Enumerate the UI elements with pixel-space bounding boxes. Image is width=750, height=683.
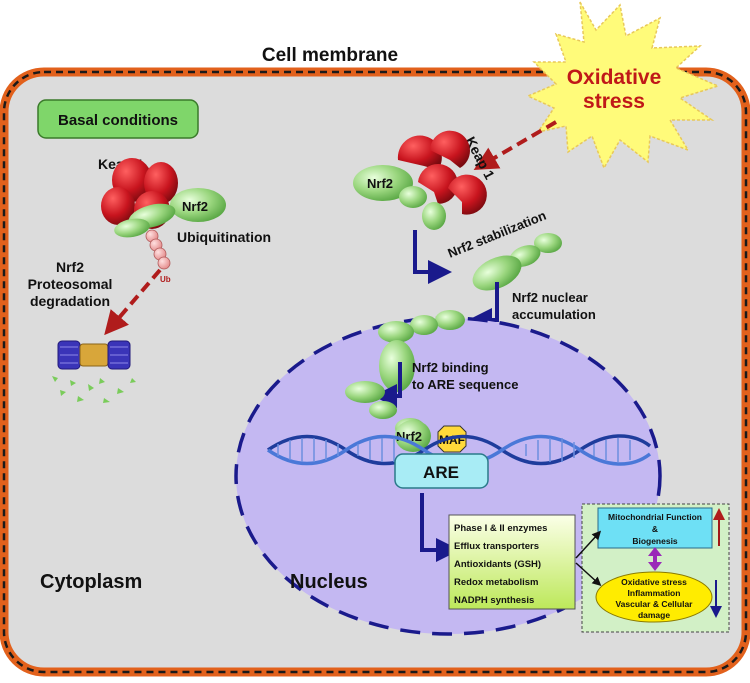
ubiquitin: [157, 256, 171, 270]
nucleus-label: Nucleus: [290, 571, 368, 593]
nrf2-domain: [170, 188, 226, 222]
damage-label-line3: Vascular & Cellular: [615, 599, 693, 609]
right-nrf2-label: Nrf2: [367, 176, 393, 191]
right-keap1-complex: Keap 1 Nrf2: [353, 130, 498, 230]
mito-label-line1: Mitochondrial Function: [608, 512, 702, 522]
gene-item-5: NADPH synthesis: [454, 595, 534, 606]
are-box: ARE: [394, 453, 489, 489]
ubiquitination-label: Ubiquitination: [177, 229, 271, 245]
keap1-subunit: [101, 187, 135, 225]
damage-ellipse: [595, 571, 713, 623]
degradation-label-line1: Nrf2: [56, 259, 84, 275]
accumulation-label-line2: accumulation: [512, 307, 596, 322]
nrf2-bound-to-are: Nrf2: [345, 381, 431, 452]
mito-label-line3: Biogenesis: [632, 536, 678, 546]
keap1-subunit-modified: [397, 135, 442, 170]
transcription-arrow: [420, 493, 460, 562]
bidirectional-arrow-down: [648, 562, 662, 571]
bidirectional-arrow-up: [648, 547, 662, 556]
degradation-label-line2: Proteosomal: [28, 276, 113, 292]
nrf2-domain: [422, 202, 446, 230]
gene-item-2: Efflux transporters: [454, 541, 539, 552]
arrow-to-mito: [575, 530, 602, 559]
basal-conditions-box: Basal conditions: [37, 99, 199, 139]
keap1-subunit-modified: [418, 164, 458, 204]
binding-arrow: [373, 362, 402, 408]
stress-label-line2: stress: [583, 90, 645, 113]
degradation-arrow: [104, 268, 162, 336]
cytoplasm-label: Cytoplasm: [40, 571, 142, 593]
damage-label-line4: damage: [638, 610, 670, 620]
gene-item-4: Redox metabolism: [454, 577, 538, 588]
stress-label-line1: Oxidative: [567, 66, 662, 89]
damage-label-line2: Inflammation: [628, 588, 681, 598]
mito-label-line2: &: [652, 524, 658, 534]
stress-arrow: [473, 120, 558, 171]
stabilization-arrow: [413, 230, 452, 284]
left-keap1-nrf2-complex: Keap 1 Nrf2 Ub Ubiquitination: [98, 156, 271, 284]
left-nrf2-label: Nrf2: [182, 199, 208, 214]
damage-label-line1: Oxidative stress: [621, 577, 687, 587]
accumulation-label-line1: Nrf2 nuclear: [512, 290, 588, 305]
proteasome: [57, 340, 131, 370]
outcomes-panel: Mitochondrial Function & Biogenesis Oxid…: [581, 503, 730, 633]
nrf2-free: [472, 233, 562, 291]
keap1-subunit-modified: [448, 174, 487, 215]
arrow-to-damage: [575, 562, 602, 587]
cell-membrane-title: Cell membrane: [262, 45, 398, 66]
gene-item-1: Phase I & II enzymes: [454, 523, 547, 534]
binding-label-line1: Nrf2 binding: [412, 360, 489, 375]
nrf2-entering-nucleus: [378, 310, 465, 392]
nrf2-domain: [114, 218, 150, 238]
gene-item-3: Antioxidants (GSH): [454, 559, 541, 570]
nrf2-domain: [399, 186, 427, 208]
mitochondrial-box: [597, 507, 713, 549]
peptide-fragments: [52, 376, 136, 403]
degradation-label-line3: degradation: [30, 293, 110, 309]
basal-conditions-label: Basal conditions: [58, 112, 178, 129]
target-genes-box: Phase I & II enzymes Efflux transporters…: [448, 514, 576, 610]
nrf2-domain: [353, 165, 413, 201]
oxidative-stress-burst: Oxidative stress: [526, 1, 721, 170]
keap1-subunit-modified: [430, 130, 470, 168]
ub-label: Ub: [160, 275, 171, 284]
dna-helix: [267, 434, 652, 466]
are-label: ARE: [423, 463, 459, 482]
binding-label-line2: to ARE sequence: [412, 377, 518, 392]
